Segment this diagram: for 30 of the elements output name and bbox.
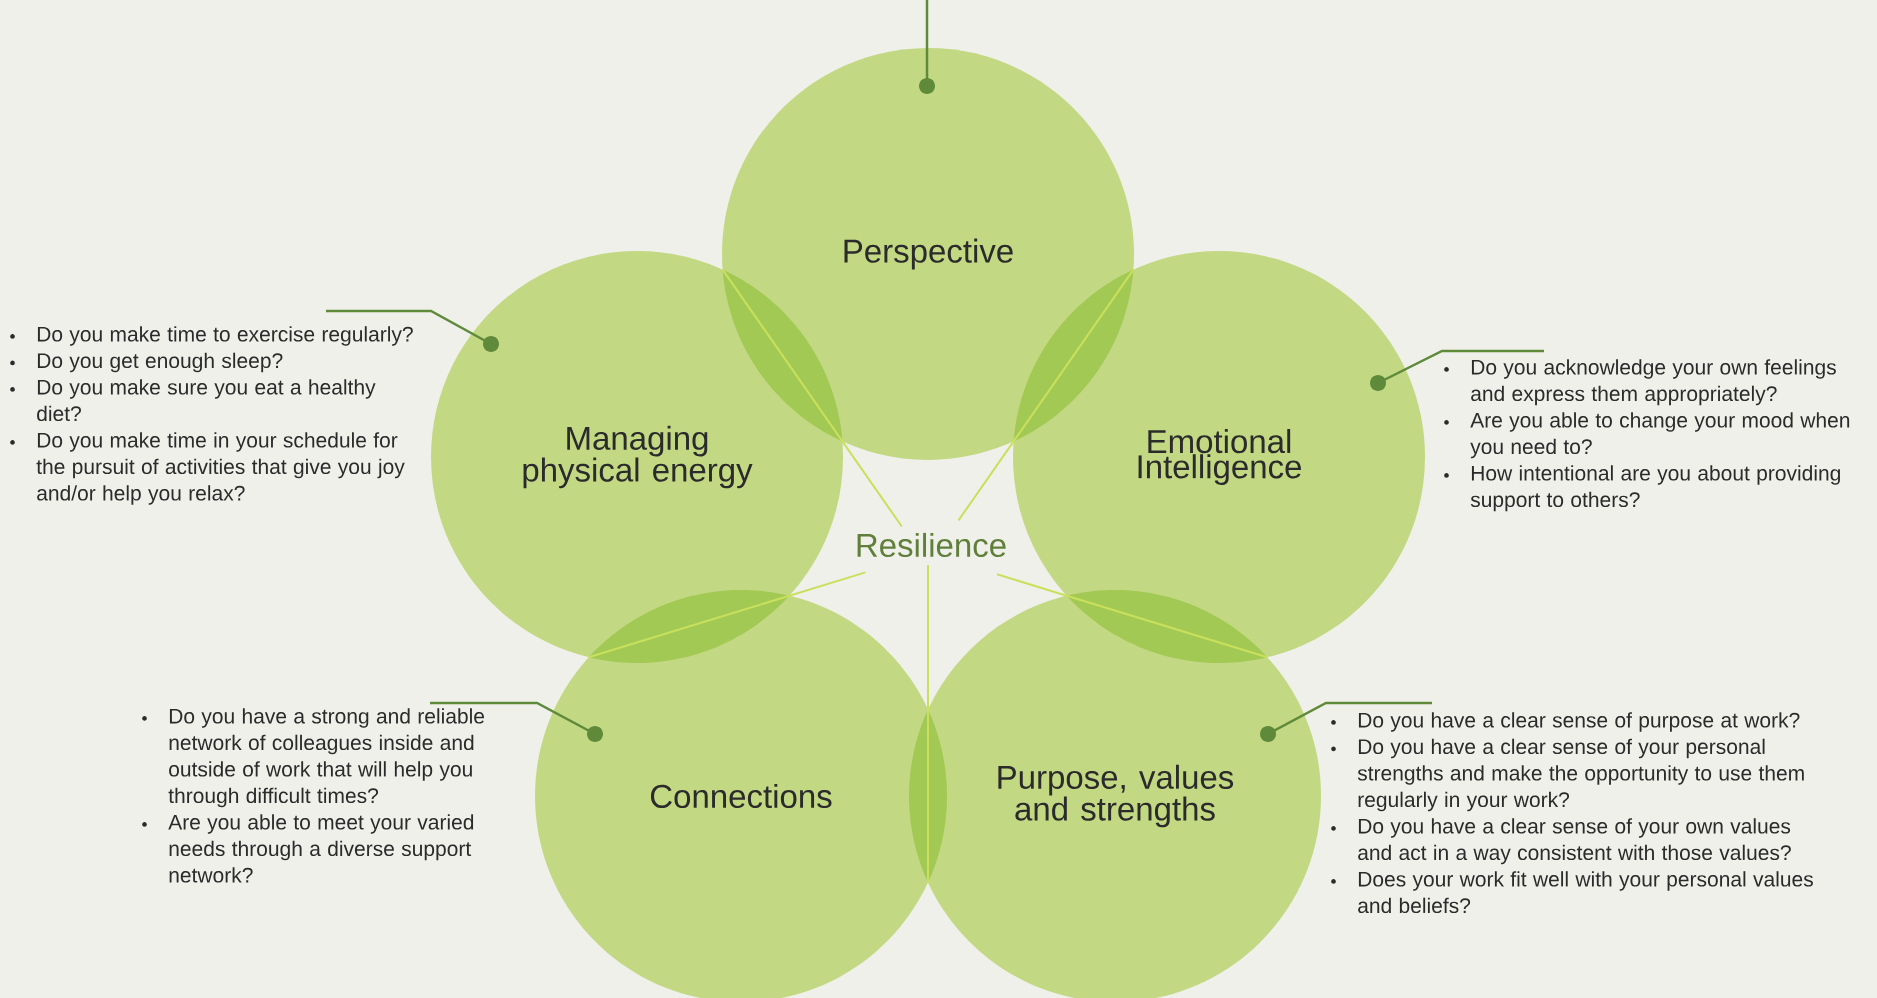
spoke-line (841, 440, 903, 528)
leaf-shape (721, 268, 844, 443)
leader-line (1260, 701, 1432, 742)
leader-line (1370, 349, 1544, 391)
leaf-shape (587, 590, 791, 663)
spoke-line (788, 571, 867, 597)
bullet-item: Do you have a strong and reliable network of colleagues inside and outside of work that will help you through difficult times? (142, 708, 485, 808)
leaf-shape (1012, 268, 1135, 443)
spoke-line (957, 440, 1015, 522)
bullet-item: Do you make sure you eat a healthy diet? (10, 379, 376, 422)
bullet-item: Are you able to change your mood when you need to? (1444, 412, 1850, 459)
bullet-item: Do you make time in your schedule for the pursuit of activities that give you joy and/or help you relax? (10, 432, 405, 505)
bullet-item: Do you acknowledge your own feelings and express them appropriately? (1444, 359, 1836, 406)
leader-line (919, 0, 935, 94)
bullet-item: How intentional are you about providing support to others? (1444, 465, 1840, 512)
node-label: Emotional Intelligence (1138, 429, 1301, 485)
bullet-item: Do you have a clear sense of your personal strengths and make the opportunity to use them regularly in your work? (1331, 738, 1804, 812)
bullet-item: Do you get enough sleep? (10, 352, 283, 373)
bullet-item: Do you have a clear sense of your own values and act in a way consistent with those values? (1331, 818, 1791, 865)
leader-line (326, 309, 499, 352)
leaf-shape (909, 708, 947, 884)
center-label: Resilience (857, 532, 1006, 558)
leader-line (430, 701, 603, 742)
spoke-line (996, 573, 1068, 597)
leaf-shape (1065, 590, 1269, 663)
bullet-item: Are you able to meet your varied needs through a diverse support network? (142, 814, 474, 883)
bullet-item: Does your work fit well with your personal values and beliefs? (1331, 871, 1813, 914)
node-label: Perspective (844, 238, 1013, 270)
bullet-item: Do you have a clear sense of purpose at work? (1331, 712, 1800, 732)
bullet-item: Do you make time to exercise regularly? (10, 326, 413, 346)
